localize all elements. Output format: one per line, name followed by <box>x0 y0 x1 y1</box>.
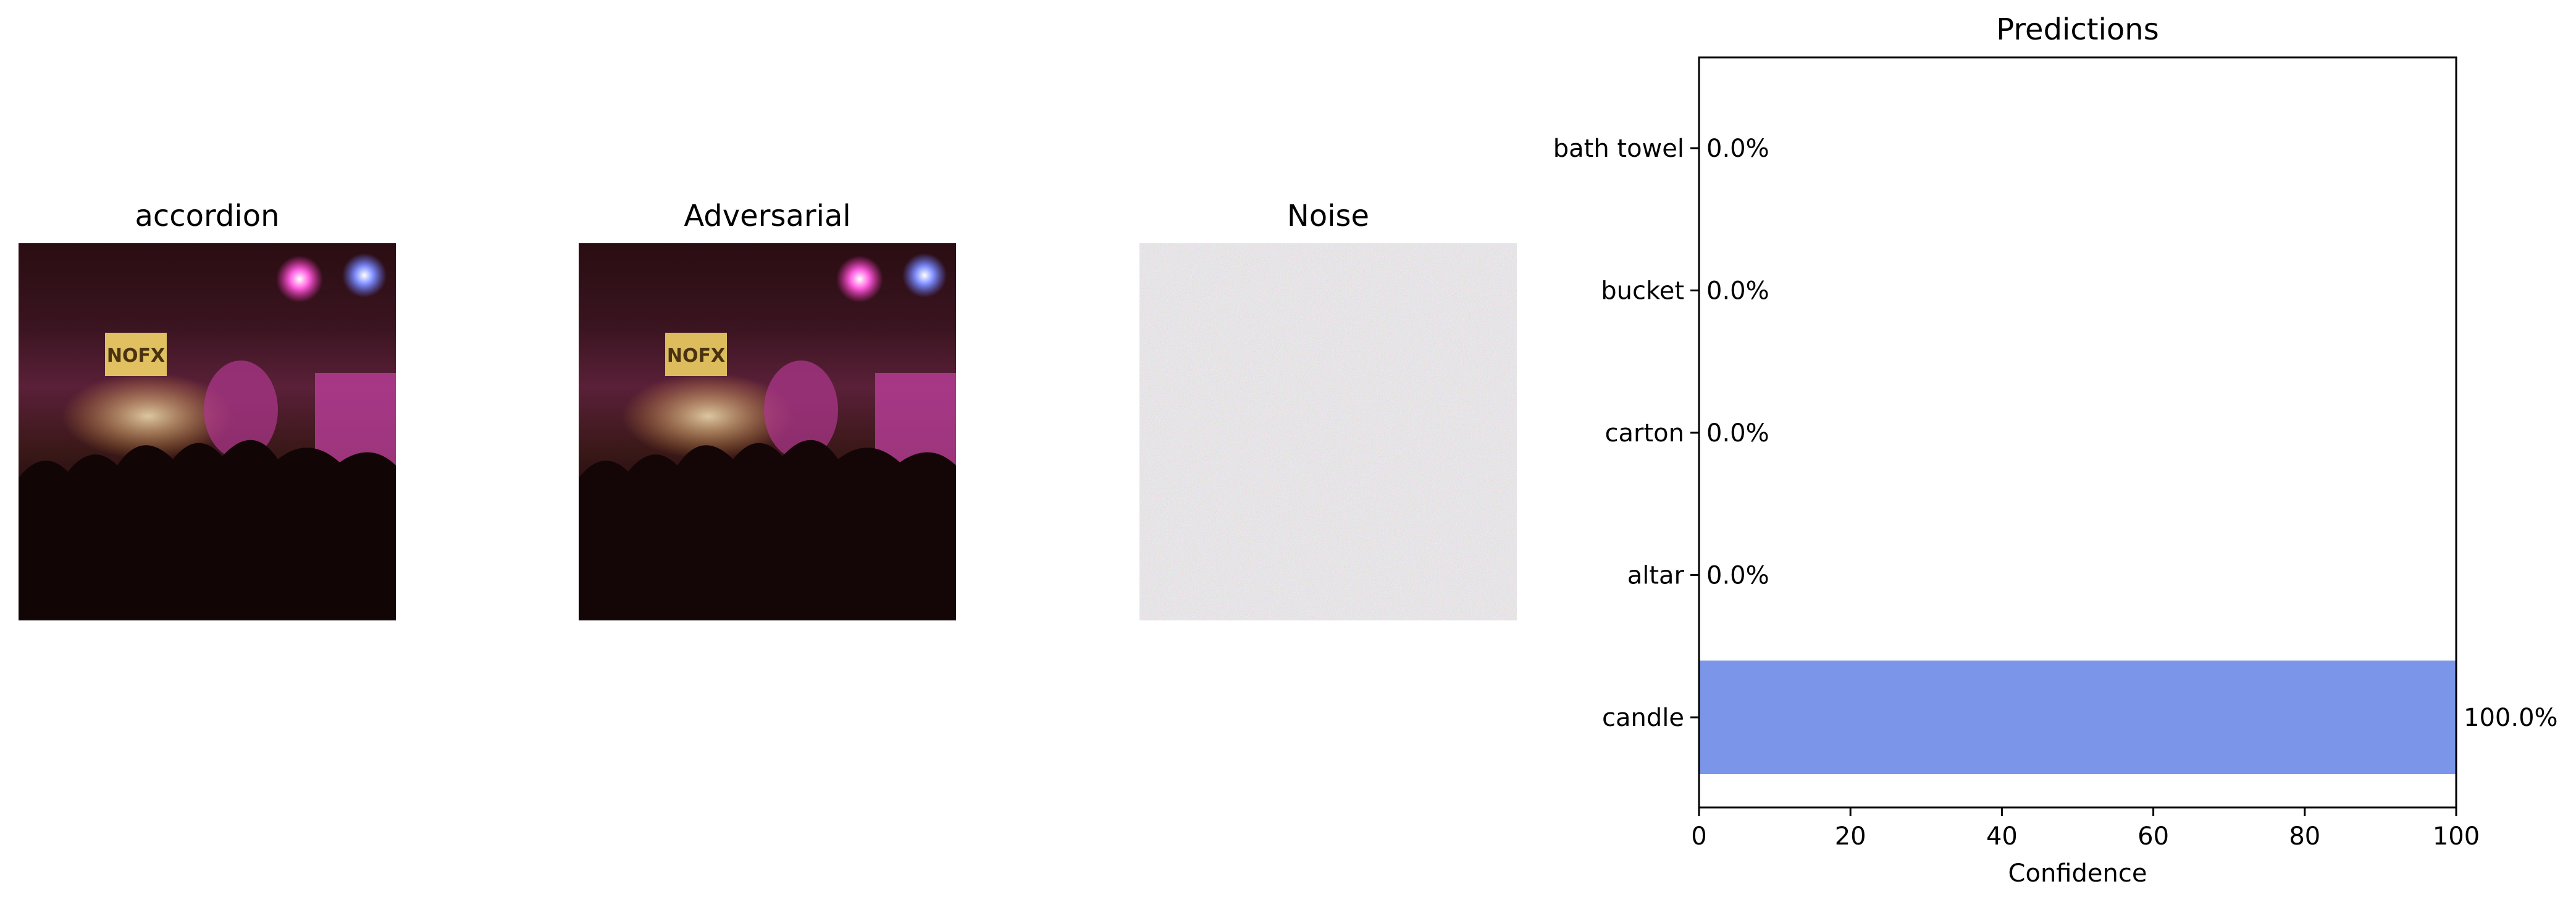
bar-value-label: 0.0% <box>1706 419 1769 448</box>
x-tick-label: 60 <box>2138 822 2169 851</box>
chart-title: Predictions <box>1996 12 2159 47</box>
original-image-title: accordion <box>135 199 280 233</box>
noise-image-title: Noise <box>1286 199 1370 233</box>
y-tick-label: bath towel <box>1553 135 1684 163</box>
concert-photo-adversarial: NOFX <box>579 253 956 620</box>
adversarial-image: NOFX <box>579 243 956 620</box>
y-tick-label: altar <box>1627 562 1685 590</box>
x-tick-label: 100 <box>2433 822 2480 851</box>
nofx-banner-label: NOFX <box>667 345 725 367</box>
x-tick-label: 20 <box>1835 822 1866 851</box>
adversarial-image-title: Adversarial <box>684 199 851 233</box>
bar-candle <box>1699 661 2456 774</box>
x-tick-label: 40 <box>1986 822 2018 851</box>
original-image: NOFX <box>19 243 396 620</box>
x-tick-label: 0 <box>1691 822 1706 851</box>
bar-value-label: 0.0% <box>1706 277 1769 306</box>
x-axis-label: Confidence <box>2008 859 2147 888</box>
concert-photo-original: NOFX <box>19 253 396 620</box>
y-tick-label: carton <box>1605 419 1684 448</box>
y-tick-label: candle <box>1602 704 1684 732</box>
noise-image <box>1139 243 1517 620</box>
plot-frame <box>1698 56 2457 809</box>
noise-texture <box>1139 243 1517 620</box>
bar-value-label: 100.0% <box>2464 704 2558 732</box>
y-tick-label: bucket <box>1601 277 1684 306</box>
x-tick-label: 80 <box>2289 822 2320 851</box>
nofx-banner-label: NOFX <box>107 345 165 367</box>
bar-value-label: 0.0% <box>1706 562 1769 590</box>
bar-value-label: 0.0% <box>1706 135 1769 163</box>
